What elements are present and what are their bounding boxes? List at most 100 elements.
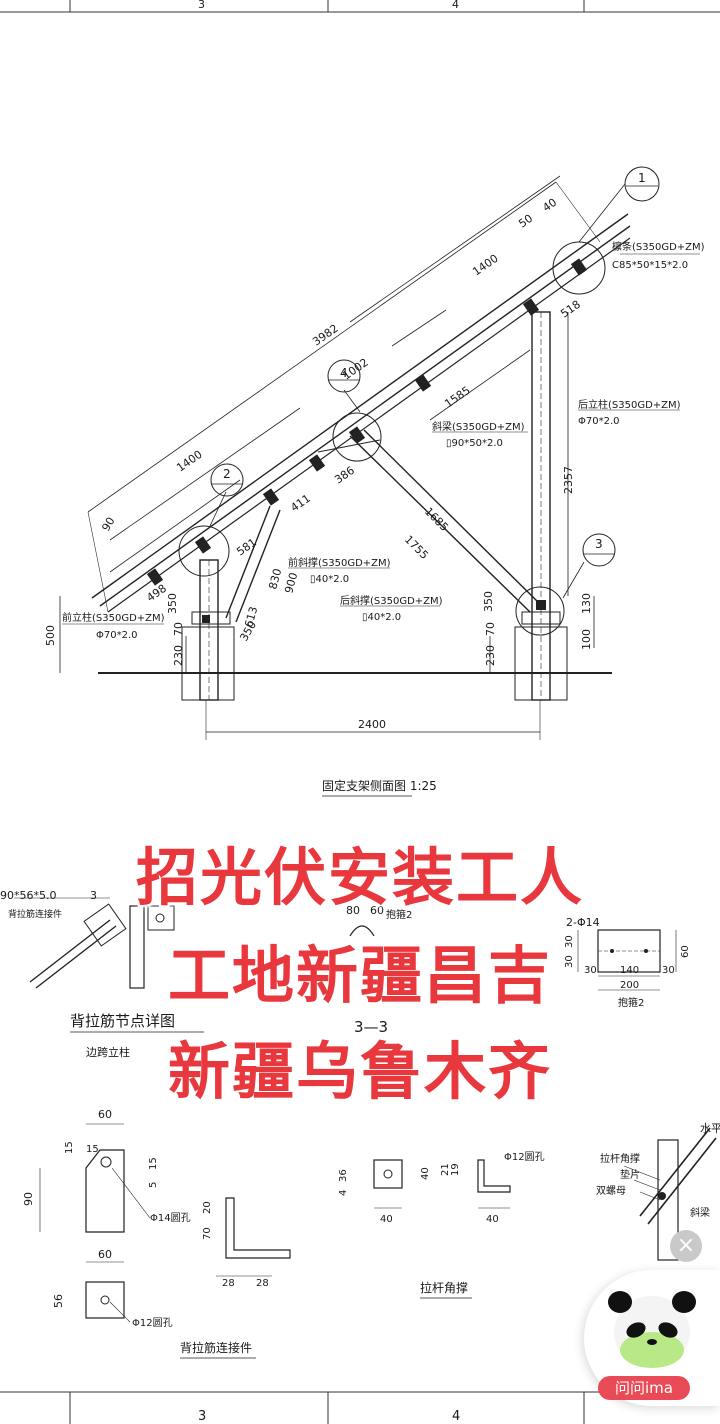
- left-partial-dim: 90*56*5.0: [0, 889, 57, 902]
- plate-dim-30a: 30: [564, 935, 575, 948]
- close-icon[interactable]: ×: [670, 1230, 702, 1262]
- dim-1755: 1755: [402, 533, 431, 562]
- angle-dim-28b: 28: [256, 1278, 269, 1289]
- conn-top-dim-15b: 15: [64, 1141, 75, 1154]
- dim-830: 830: [266, 567, 284, 591]
- node-detail-subtitle: 边跨立柱: [86, 1045, 130, 1059]
- plate-dim-200: 200: [620, 980, 639, 991]
- grid-bottom-3: 3: [198, 1409, 206, 1424]
- dim-40: 40: [540, 196, 559, 215]
- brace-plate-dim-40: 40: [380, 1214, 393, 1225]
- mid-dim-80: 80: [346, 904, 360, 917]
- conn-top-hole: Φ14圆孔: [150, 1212, 191, 1224]
- dim-100: 100: [580, 629, 593, 650]
- brace-angle-dim-40b: 40: [486, 1214, 499, 1225]
- node-detail-left: [14, 897, 175, 989]
- right-label-nut: 双螺母: [596, 1185, 626, 1197]
- dim-70-rear: 70: [484, 622, 497, 636]
- label-front-brace-1: 前斜撑(S350GD+ZM): [288, 556, 391, 569]
- label-purlin-1: 檩条(S350GD+ZM): [612, 240, 705, 253]
- label-rear-column-2: Φ70*2.0: [578, 416, 620, 427]
- callout-3: 3: [595, 537, 603, 551]
- dim-613: 613: [242, 605, 260, 629]
- grid-top-3: 3: [198, 0, 205, 11]
- plate-dim-30d: 30: [662, 965, 675, 976]
- dim-2357: 2357: [562, 466, 575, 494]
- plate-dim-60: 60: [680, 945, 691, 958]
- conn-bottom-dim-56: 56: [52, 1294, 65, 1308]
- brace-plate-dim-4: 4: [338, 1190, 349, 1196]
- mid-dim-60: 60: [370, 904, 384, 917]
- dim-1400-left: 1400: [174, 448, 204, 475]
- assistant-widget[interactable]: 问问ima: [574, 1270, 720, 1406]
- angle-dim-20: 20: [202, 1201, 213, 1214]
- brace-plate-dim-36: 36: [338, 1169, 349, 1182]
- callout-numbers: 1 2 3 4: [223, 171, 646, 551]
- dim-230-front: 230: [172, 645, 185, 666]
- label-rear-brace-1: 后斜撑(S350GD+ZM): [340, 594, 443, 607]
- brace-angle-detail: [477, 1159, 511, 1209]
- callout-2: 2: [223, 467, 231, 481]
- conn-top-dim-60: 60: [98, 1108, 112, 1121]
- label-rear-column-1: 后立柱(S350GD+ZM): [578, 398, 681, 411]
- dim-518: 518: [558, 298, 583, 321]
- callout-4: 4: [340, 366, 348, 380]
- dim-50: 50: [516, 212, 535, 231]
- dim-350-rear: 350: [482, 591, 495, 612]
- plate-label: 抱箍2: [618, 996, 644, 1009]
- left-detail-number: 3: [90, 889, 97, 902]
- angle-dim-28a: 28: [222, 1278, 235, 1289]
- conn-bottom-dim-60: 60: [98, 1248, 112, 1261]
- right-label-beam: 斜梁: [690, 1206, 710, 1219]
- grid-top-4: 4: [452, 0, 459, 11]
- brace-angle-dim-40a: 40: [420, 1167, 431, 1180]
- label-front-column-1: 前立柱(S350GD+ZM): [62, 611, 165, 624]
- connector-bottom-detail: [85, 1261, 131, 1323]
- brace-angle-dim-19: 19: [450, 1163, 461, 1176]
- conn-top-dim-5: 5: [148, 1182, 159, 1188]
- dim-386: 386: [332, 464, 357, 487]
- angle-dim-70: 70: [202, 1227, 213, 1240]
- brace-caption: 拉杆角撑: [420, 1280, 468, 1295]
- brace-plate-detail: [373, 1159, 403, 1209]
- label-diagonal-beam-1: 斜梁(S350GD+ZM): [432, 420, 525, 433]
- connector-caption: 背拉筋连接件: [180, 1340, 252, 1355]
- grid-bottom-4: 4: [452, 1409, 460, 1424]
- member-labels: 檩条(S350GD+ZM) C85*50*15*2.0 后立柱(S350GD+Z…: [62, 240, 705, 641]
- plate-dim-30b: 30: [564, 955, 575, 968]
- brace-angle-dim-21: 21: [440, 1163, 451, 1176]
- small-angle-detail: [216, 1197, 291, 1277]
- overlay-line-2: 工地新疆昌吉: [167, 939, 552, 1012]
- overlay-line-3: 新疆乌鲁木齐: [167, 1035, 552, 1108]
- conn-bottom-hole: Φ12圆孔: [132, 1317, 173, 1329]
- dim-90: 90: [99, 515, 117, 534]
- dim-500: 500: [44, 625, 57, 646]
- left-connector-label: 背拉筋连接件: [8, 908, 62, 920]
- dim-70-front: 70: [172, 622, 185, 636]
- connector-top-detail: [39, 1123, 151, 1233]
- dim-130: 130: [580, 593, 593, 614]
- label-rear-brace-2: ▯40*2.0: [362, 612, 401, 623]
- node-detail-title: 背拉筋节点详图: [70, 1012, 175, 1030]
- right-label-washer: 垫片: [620, 1168, 640, 1181]
- plate-detail: [577, 929, 677, 991]
- conn-top-dim-15a: 15: [86, 1144, 99, 1155]
- brace-angle-hole: Φ12圆孔: [504, 1151, 545, 1163]
- label-front-column-2: Φ70*2.0: [96, 630, 138, 641]
- dim-1400-top: 1400: [470, 252, 500, 279]
- label-diagonal-beam-2: ▯90*50*2.0: [446, 438, 503, 449]
- plate-dim-140: 140: [620, 965, 639, 976]
- assistant-label[interactable]: 问问ima: [598, 1376, 690, 1400]
- label-front-brace-2: ▯40*2.0: [310, 574, 349, 585]
- label-purlin-2: C85*50*15*2.0: [612, 260, 688, 271]
- section-label: 3—3: [354, 1018, 388, 1036]
- right-label-brace: 拉杆角撑: [600, 1152, 640, 1165]
- overlay-line-1: 招光伏安装工人: [135, 841, 584, 914]
- dim-581: 581: [234, 536, 259, 559]
- dim-1585: 1585: [442, 384, 472, 411]
- conn-top-dim-15c: 15: [148, 1157, 159, 1170]
- profile-caption: 固定支架侧面图 1:25: [322, 778, 437, 793]
- dim-2400: 2400: [358, 718, 386, 731]
